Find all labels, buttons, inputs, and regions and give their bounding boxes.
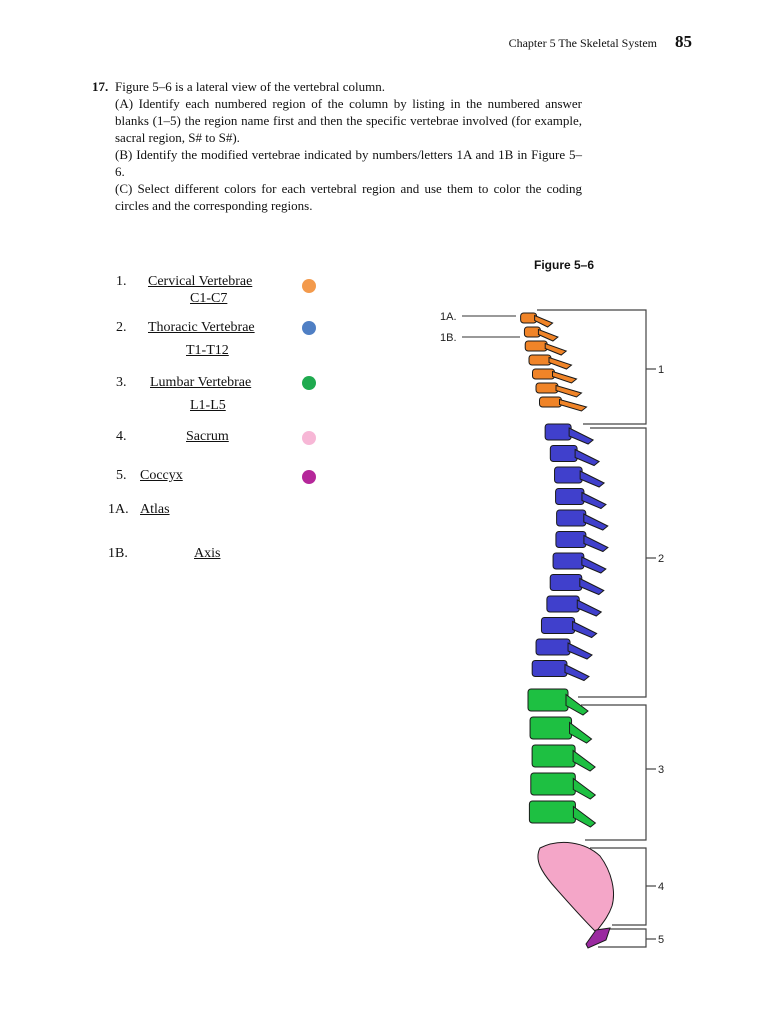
lumbar-vertebra-1-process [565, 693, 589, 716]
thoracic-vertebra-10-process [572, 620, 598, 639]
question-part-c: (C) Select different colors for each ver… [115, 181, 582, 213]
cervical-vertebra-4-body [528, 354, 552, 366]
coccyx-shape [585, 927, 611, 949]
coding-circle-3[interactable] [302, 376, 316, 390]
thoracic-vertebra-12-body [531, 660, 568, 677]
thoracic-vertebra-11-process [567, 642, 593, 660]
thoracic-vertebra-3-process [579, 470, 606, 488]
bracket-5 [598, 928, 647, 948]
sacrum-shape [537, 842, 614, 933]
cervical-vertebra-3-process [544, 342, 568, 356]
thoracic-vertebra-12-process [564, 663, 590, 682]
thoracic-vertebra-5-process [583, 513, 609, 531]
thoracic-vertebra-2-body [549, 445, 578, 462]
region-brackets [537, 309, 656, 948]
lumbar-vertebra-1-body [527, 688, 569, 712]
thoracic-vertebra-9-process [576, 599, 603, 617]
figure-title: Figure 5–6 [534, 258, 595, 272]
label-1a: 1A. [440, 311, 457, 323]
question-number: 17. [92, 79, 109, 94]
thoracic-vertebra-6-process [583, 534, 609, 553]
bracket-label-4: 4 [658, 881, 664, 893]
cervical-vertebra-6-process [555, 384, 583, 398]
cervical-vertebra-2-process [537, 328, 559, 342]
cervical-vertebra-6-body [535, 382, 559, 394]
answer-number: 4. [116, 429, 127, 444]
question-intro: Figure 5–6 is a lateral view of the vert… [115, 79, 386, 94]
spine-drawing [520, 312, 614, 949]
answer-blank-name[interactable]: Thoracic Vertebrae [148, 320, 255, 335]
lumbar-vertebra-3-process [572, 749, 596, 772]
answer-number: 2. [116, 320, 127, 335]
bracket-label-5: 5 [658, 934, 664, 946]
page-number: 85 [675, 32, 692, 51]
answer-blank-name[interactable]: Atlas [140, 502, 170, 517]
cervical-vertebra-7-body [539, 396, 562, 408]
bracket-label-1: 1 [658, 364, 664, 376]
thoracic-vertebra-1-body [544, 423, 572, 441]
thoracic-vertebra-9-body [546, 595, 580, 613]
bracket-1 [537, 309, 647, 425]
answer-blank-name[interactable]: Sacrum [186, 429, 229, 444]
cervical-vertebra-3-body [524, 340, 548, 352]
lumbar-vertebra-5-body [528, 800, 576, 824]
cervical-vertebra-5-body [532, 368, 555, 380]
lumbar-vertebra-2-body [529, 716, 573, 740]
bracket-2 [578, 427, 647, 698]
thoracic-vertebra-11-body [535, 638, 571, 656]
bracket-label-3: 3 [658, 764, 664, 776]
thoracic-vertebra-2-process [574, 448, 601, 467]
answer-blank-range[interactable]: C1-C7 [190, 291, 228, 306]
thoracic-vertebra-4-process [581, 491, 607, 510]
thoracic-vertebra-10-body [540, 617, 576, 634]
answer-blank-range[interactable]: T1-T12 [186, 343, 229, 358]
thoracic-vertebra-7-process [581, 556, 607, 574]
cervical-vertebra-1-process [534, 314, 554, 328]
coding-circle-1[interactable] [302, 279, 316, 293]
thoracic-vertebra-4-body [555, 488, 585, 505]
bracket-3 [581, 704, 647, 841]
coding-circle-4[interactable] [302, 431, 316, 445]
bracket-label-2: 2 [658, 553, 664, 565]
lumbar-vertebra-4-body [530, 772, 576, 796]
question-body: Figure 5–6 is a lateral view of the vert… [115, 78, 582, 214]
answer-number: 1B. [108, 546, 128, 561]
answer-blank-name[interactable]: Axis [194, 546, 221, 561]
answer-blank-name[interactable]: Lumbar Vertebrae [150, 375, 252, 390]
thoracic-vertebra-8-body [549, 574, 583, 591]
answer-number: 3. [116, 375, 127, 390]
question-17: 17. Figure 5–6 is a lateral view of the … [92, 78, 582, 214]
coding-circle-5[interactable] [302, 470, 316, 484]
lumbar-vertebra-2-process [569, 721, 593, 744]
thoracic-vertebra-6-body [555, 531, 587, 548]
answer-blank-name[interactable]: Coccyx [140, 468, 183, 483]
answer-number: 1. [116, 274, 127, 289]
lumbar-vertebra-5-process [572, 805, 597, 828]
question-part-a: (A) Identify each numbered region of the… [115, 96, 582, 145]
thoracic-vertebra-1-process [568, 427, 595, 445]
page-header: Chapter 5 The Skeletal System 85 [509, 32, 692, 52]
label-1b: 1B. [440, 332, 457, 344]
cervical-vertebra-5-process [552, 370, 578, 384]
lumbar-vertebra-3-body [531, 744, 576, 768]
thoracic-vertebra-5-body [556, 509, 587, 527]
cervical-vertebra-4-process [548, 356, 573, 370]
chapter-title: Chapter 5 The Skeletal System [508, 36, 657, 50]
thoracic-vertebra-7-body [552, 552, 585, 570]
answer-blank-range[interactable]: L1-L5 [190, 398, 226, 413]
answer-blank-name[interactable]: Cervical Vertebrae [148, 274, 253, 289]
answer-number: 5. [116, 468, 127, 483]
lumbar-vertebra-4-process [572, 777, 597, 800]
cervical-vertebra-7-process [559, 398, 588, 412]
question-part-b: (B) Identify the modified vertebrae indi… [115, 147, 582, 179]
answer-number: 1A. [108, 502, 129, 517]
coding-circle-2[interactable] [302, 321, 316, 335]
thoracic-vertebra-8-process [579, 577, 605, 596]
thoracic-vertebra-3-body [554, 466, 583, 484]
